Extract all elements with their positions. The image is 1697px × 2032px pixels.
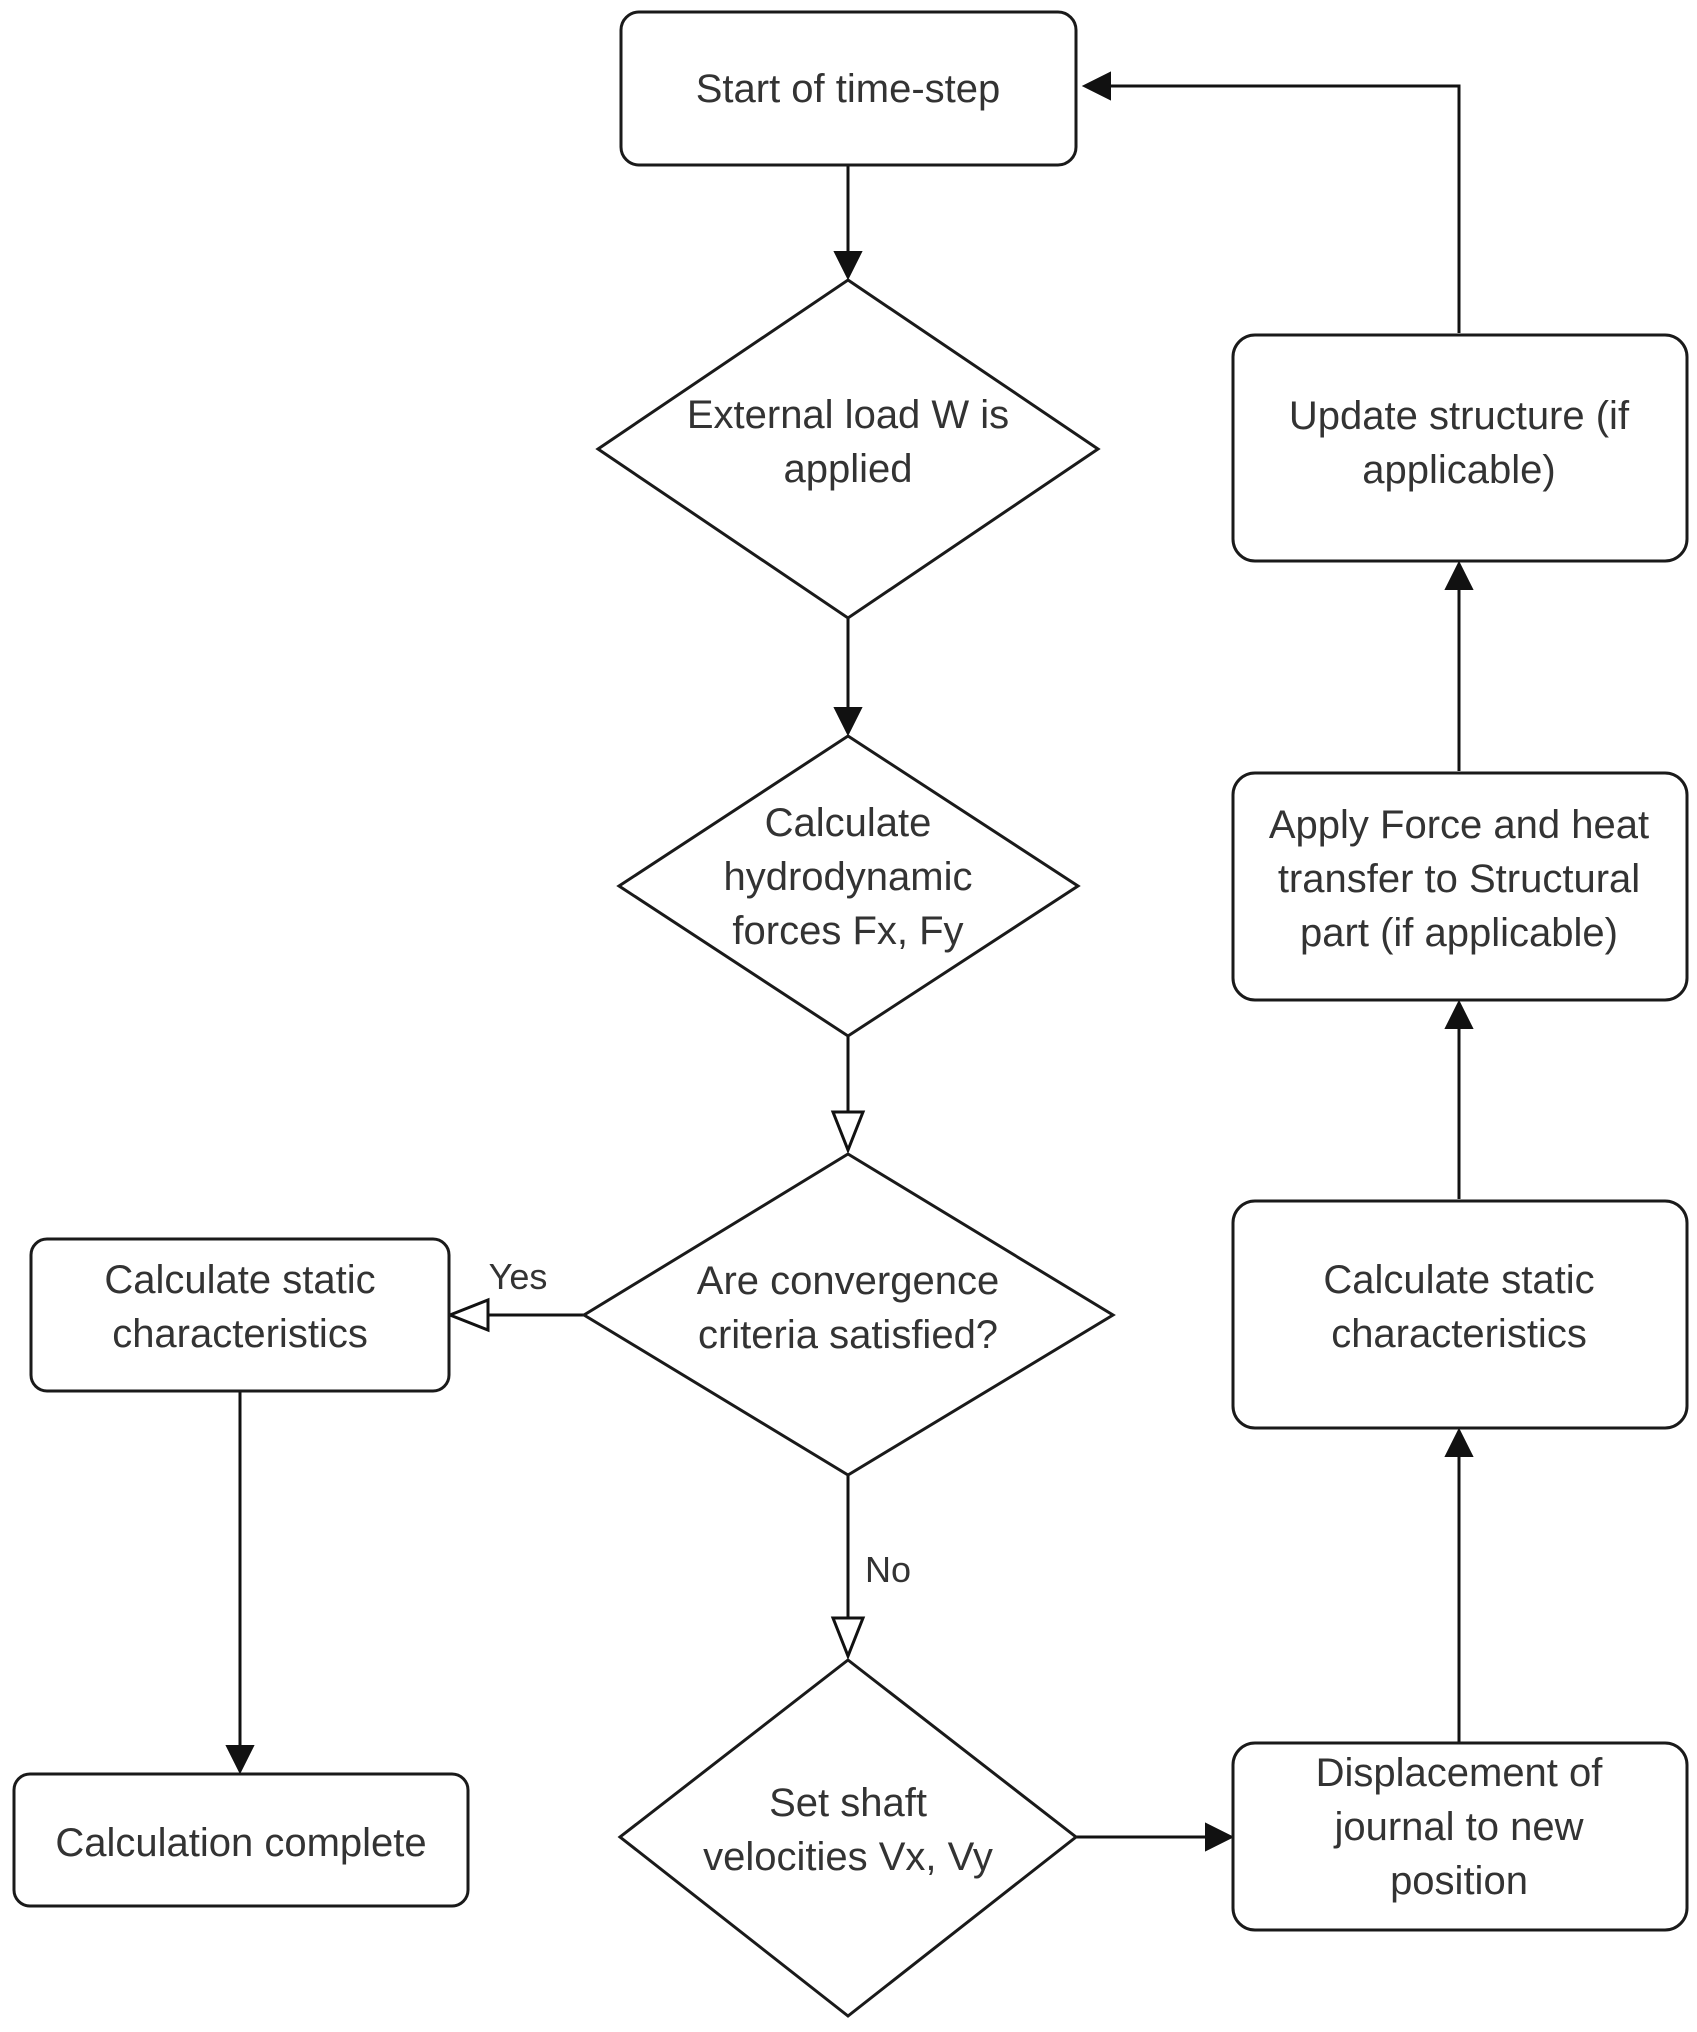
node-external-load: External load W is applied [595,278,1101,620]
node-label-line: Are convergence [697,1259,999,1303]
node-label-line: Calculate [765,801,932,845]
node-start: Start of time-step [619,10,1078,167]
node-label-line: journal to new [1333,1805,1583,1849]
node-label-line: External load W is [687,393,1009,437]
node-label-line: Apply Force and heat [1269,803,1649,847]
edges [225,71,1474,1852]
node-static-right: Calculate static characteristics [1231,1199,1689,1430]
node-label-line: velocities Vx, Vy [703,1835,993,1879]
node-label-line: part (if applicable) [1300,911,1618,955]
node-label-line: Displacement of [1316,1751,1604,1795]
node-set-velocities: Set shaft velocities Vx, Vy [617,1658,1079,2018]
node-label-line: characteristics [1331,1312,1587,1356]
node-complete: Calculation complete [12,1772,470,1908]
node-label-line: transfer to Structural [1278,857,1640,901]
node-label-line: characteristics [112,1312,368,1356]
edge-displacement-to-static-right [1444,1427,1474,1743]
edge-static-left-to-complete [225,1391,255,1775]
edge-update-to-start [1081,71,1461,333]
node-apply-force: Apply Force and heat transfer to Structur… [1231,771,1689,1002]
node-label-line: Calculation complete [55,1821,426,1865]
edge-convergence-no [830,1475,866,1661]
edge-calc-forces-to-convergence [830,1036,866,1155]
node-label-line: position [1390,1859,1528,1903]
node-calc-forces: Calculate hydrodynamic forces Fx, Fy [616,734,1081,1038]
node-label-line: forces Fx, Fy [732,909,963,953]
node-label-line: Start of time-step [696,67,1001,111]
edge-label-no: No [865,1549,911,1590]
node-convergence: Are convergence criteria satisfied? [581,1152,1116,1477]
edge-apply-force-to-update [1444,560,1474,771]
node-update-structure: Update structure (if applicable) [1231,333,1689,563]
edge-velocities-to-displacement [1076,1822,1235,1852]
node-label-line: applied [783,447,912,491]
edge-start-to-external-load [833,165,863,281]
edge-label-yes: Yes [489,1256,548,1297]
node-displacement: Displacement of journal to new position [1231,1741,1689,1932]
svg-text:Calculation complete: Calculation complete [55,1821,426,1865]
node-static-left: Calculate static characteristics [29,1237,451,1393]
edge-convergence-yes [445,1297,584,1333]
node-label-line: criteria satisfied? [698,1313,998,1357]
node-label-line: Calculate static [1323,1258,1594,1302]
svg-text:Start of time-step: Start of time-step [696,67,1001,111]
node-label-line: Calculate static [104,1258,375,1302]
node-label-line: Set shaft [769,1781,927,1825]
edge-external-load-to-calc-forces [833,618,863,737]
node-label-line: Update structure (if [1289,394,1630,438]
node-label-line: hydrodynamic [723,855,972,899]
node-label-line: applicable) [1362,448,1555,492]
edge-static-right-to-apply-force [1444,999,1474,1199]
